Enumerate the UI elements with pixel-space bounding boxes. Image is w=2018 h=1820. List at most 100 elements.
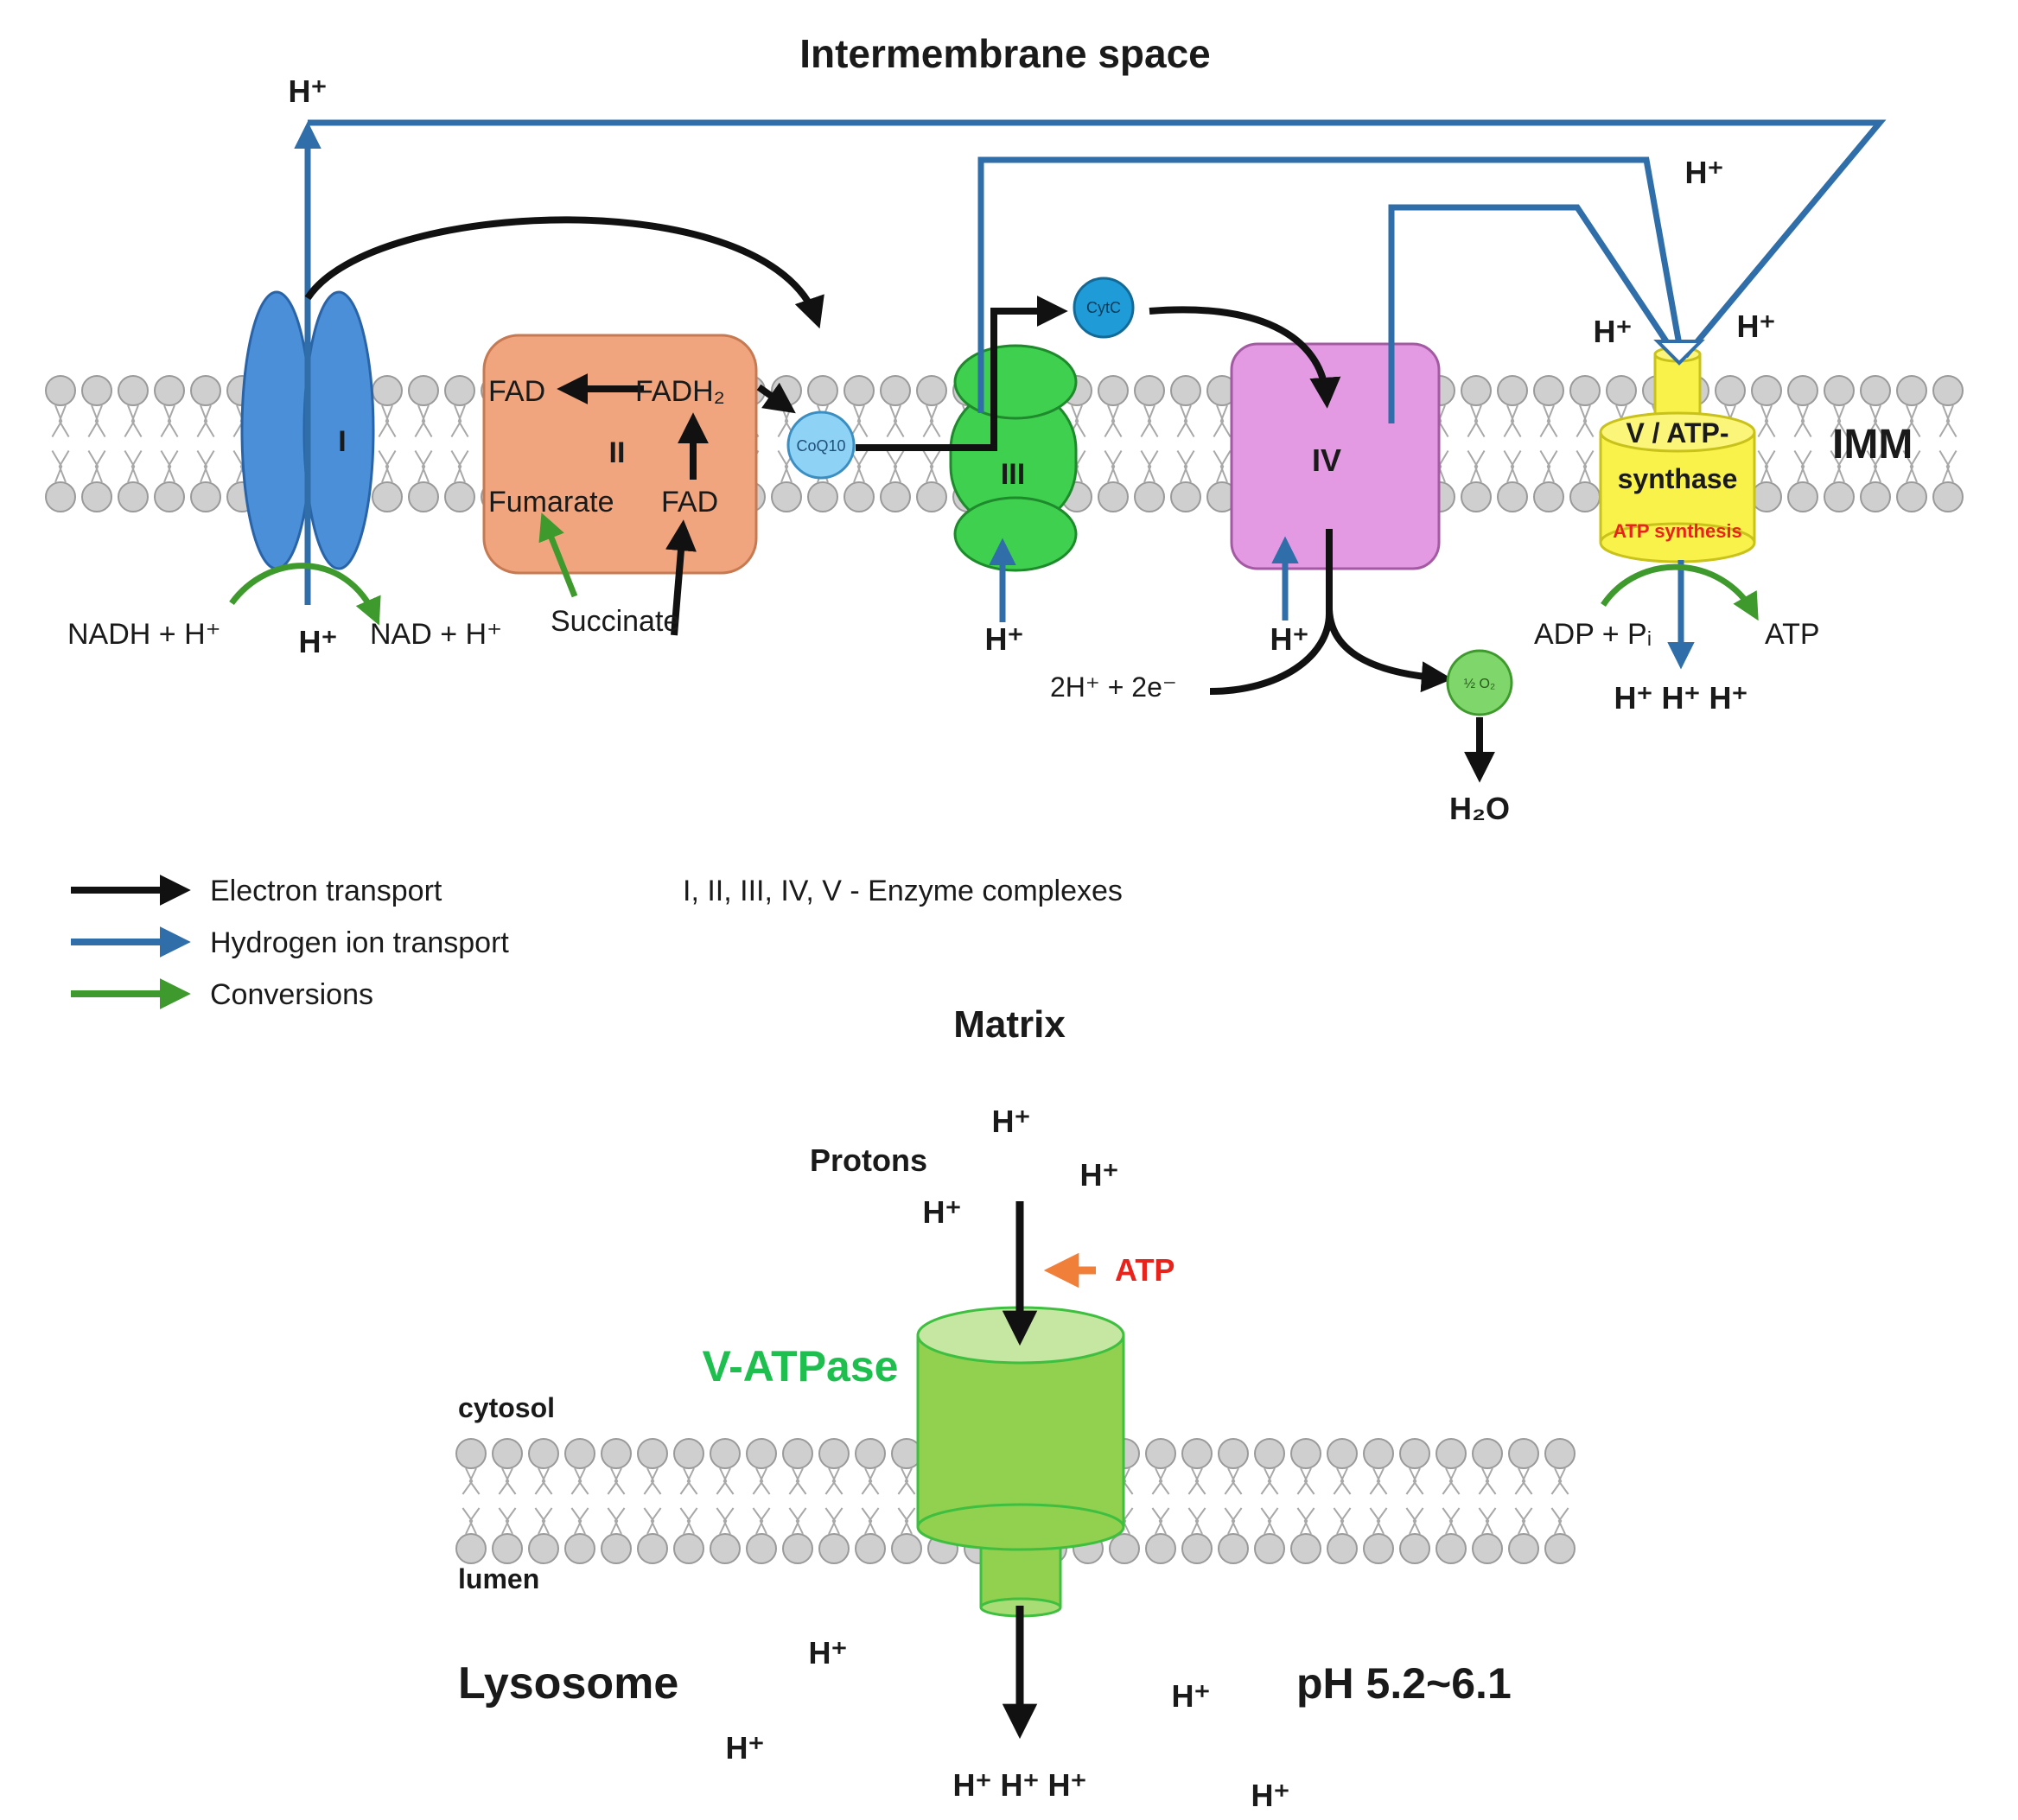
lipid-tail — [131, 404, 143, 438]
lipid-tail — [1576, 404, 1588, 438]
lipid-tail — [1757, 449, 1769, 483]
lipid-tail — [1151, 1507, 1163, 1535]
fad-bottom-label: FAD — [661, 486, 718, 519]
lipid-tail — [607, 1467, 619, 1495]
lipid-head — [880, 375, 911, 406]
fad-left-label: FAD — [488, 375, 545, 408]
lipid-head — [807, 375, 838, 406]
lipid-tail — [421, 449, 433, 483]
lipid-head — [843, 481, 875, 512]
lipid-tail — [679, 1507, 691, 1535]
proton-label-matrix-1: H⁺ — [992, 1104, 1031, 1139]
lipid-tail — [788, 1467, 800, 1495]
lipid-tail — [1478, 1467, 1490, 1495]
lumen-label: lumen — [458, 1563, 539, 1594]
lipid-tail — [1405, 1507, 1417, 1535]
lipid-tail — [1902, 404, 1914, 438]
lipid-head — [891, 1533, 922, 1564]
lipid-tail — [868, 1467, 880, 1495]
lipid-tail — [1187, 1507, 1200, 1535]
lipid-tail — [716, 1507, 728, 1535]
lipid-head — [45, 481, 76, 512]
succinate-label: Succinate — [551, 605, 679, 638]
lipid-head — [1508, 1438, 1539, 1469]
lipid-head — [1508, 1533, 1539, 1564]
lipid-head — [154, 375, 185, 406]
lipid-head — [746, 1438, 777, 1469]
lipid-head — [492, 1533, 523, 1564]
lipid-tail — [679, 1467, 691, 1495]
lipid-tail — [856, 404, 869, 438]
lipid-tail — [1111, 449, 1123, 483]
lipid-tail — [131, 449, 143, 483]
lipid-tail — [1147, 449, 1159, 483]
lipid-head — [1824, 481, 1855, 512]
lipid-tail — [1213, 404, 1225, 438]
lipid-tail — [607, 1507, 619, 1535]
lipid-tail — [1111, 404, 1123, 438]
lipid-tail — [1873, 404, 1885, 438]
lipid-tail — [1557, 1507, 1569, 1535]
lipid-head — [1290, 1533, 1321, 1564]
lipid-tail — [1442, 1507, 1454, 1535]
v-atpase — [916, 1306, 1125, 1618]
lipid-tail — [457, 449, 469, 483]
lipid-head — [1824, 375, 1855, 406]
lipid-tail — [886, 449, 898, 483]
lipid-tail — [570, 1507, 582, 1535]
lipid-tail — [87, 449, 99, 483]
lipid-head — [1134, 481, 1165, 512]
electron-paths — [304, 216, 1495, 783]
lipid-tail — [87, 404, 99, 438]
lipid-tail — [614, 1507, 626, 1535]
lipid-tail — [1474, 449, 1486, 483]
lipid-head — [843, 375, 875, 406]
lipid-tail — [897, 1467, 909, 1495]
lipid-tail — [752, 1507, 764, 1535]
lipid-tail — [1902, 449, 1914, 483]
nad-label: NAD + H⁺ — [370, 618, 502, 651]
lipid-tail — [868, 1507, 880, 1535]
lipid-head — [637, 1533, 668, 1564]
fumarate-label: Fumarate — [488, 486, 614, 519]
lipid-head — [1399, 1533, 1430, 1564]
lipid-tail — [1074, 404, 1086, 438]
lipid-tail — [686, 1467, 698, 1495]
lipid-tail — [1866, 449, 1878, 483]
lipid-head — [1715, 375, 1746, 406]
lipid-tail — [1503, 404, 1515, 438]
lipid-head — [1751, 375, 1782, 406]
lipid-tail — [1267, 1467, 1279, 1495]
lipid-head — [1399, 1438, 1430, 1469]
lipid-tail — [1219, 449, 1232, 483]
lipid-tail — [886, 404, 898, 438]
lipid-head — [1461, 375, 1492, 406]
lipid-head — [1218, 1438, 1249, 1469]
triple-proton-label-matrix: H⁺ H⁺ H⁺ — [1614, 680, 1747, 716]
lipid-tail — [1140, 449, 1152, 483]
lipid-head — [601, 1438, 632, 1469]
lipid-head — [855, 1438, 886, 1469]
lipid-tail — [850, 449, 862, 483]
proton-label-synthase-left: H⁺ — [1594, 314, 1633, 349]
lipid-head — [1896, 375, 1927, 406]
lipid-tail — [1296, 1507, 1308, 1535]
lipid-head — [190, 375, 221, 406]
lipid-tail — [861, 1467, 873, 1495]
water-label: H₂O — [1449, 791, 1510, 826]
lipid-tail — [759, 1467, 771, 1495]
lipid-head — [1533, 481, 1564, 512]
lipid-tail — [1104, 449, 1116, 483]
adp-pi-label: ADP + Pᵢ — [1534, 618, 1652, 651]
coq10-label: CoQ10 — [796, 437, 845, 455]
lipid-head — [1290, 1438, 1321, 1469]
lipid-tail — [1369, 1467, 1381, 1495]
half-o2-label: ½ O₂ — [1464, 677, 1495, 691]
lipid-tail — [824, 1507, 837, 1535]
lipid-head — [1787, 481, 1818, 512]
lipid-tail — [58, 449, 70, 483]
lipid-tail — [1333, 1507, 1345, 1535]
lipid-tail — [1194, 1507, 1206, 1535]
lipid-tail — [1296, 1467, 1308, 1495]
lipid-tail — [1183, 449, 1195, 483]
